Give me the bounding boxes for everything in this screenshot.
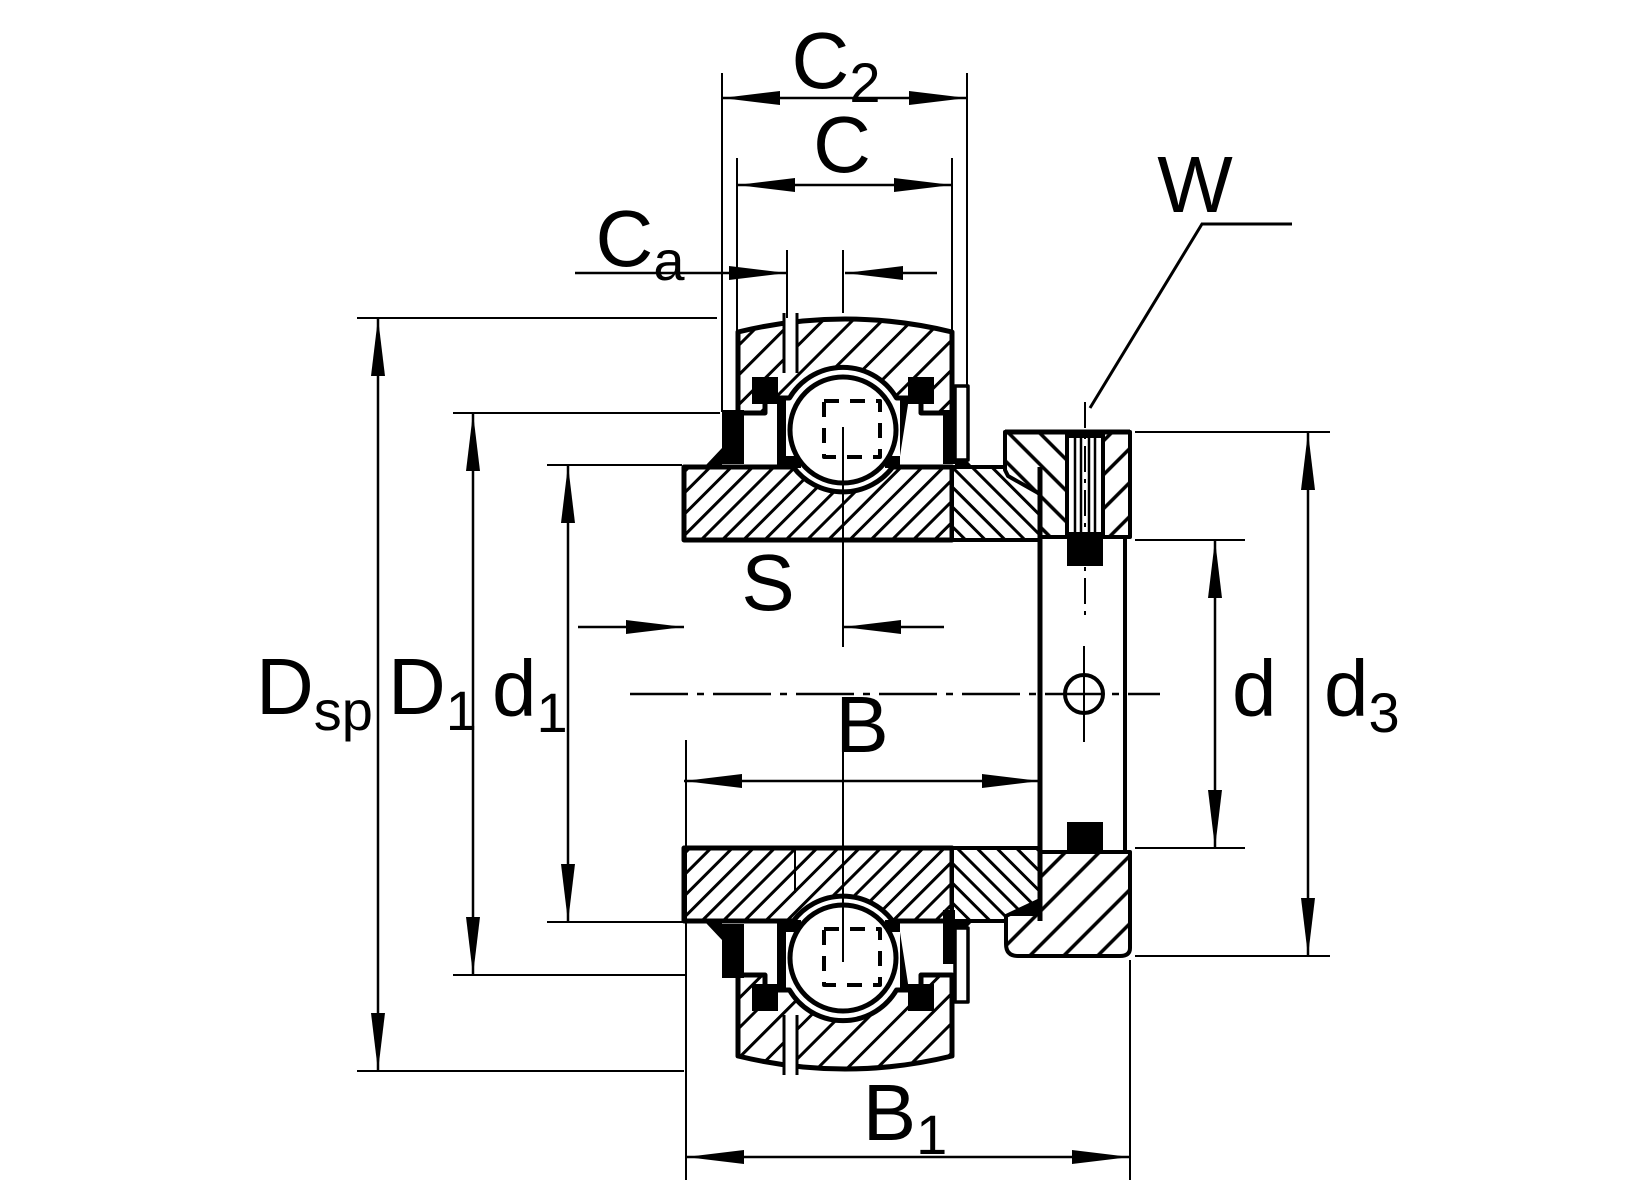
label-d1-inner: d1 [492, 644, 568, 744]
extension-lines [357, 73, 1330, 1180]
outer-ring-section [735, 311, 955, 1077]
dim-d [1208, 540, 1222, 848]
bearing-cross-section [630, 311, 1160, 1077]
locking-collar [1003, 402, 1132, 958]
dim-d1-inner [561, 465, 575, 922]
seal-bottom-right [885, 910, 971, 1011]
label-d: d [1232, 644, 1277, 733]
label-b: B [835, 680, 888, 769]
dim-d1-outer [466, 413, 480, 975]
inner-ring-section [681, 464, 1042, 924]
dimension-lines [371, 91, 1315, 1164]
label-dsp: Dsp [256, 642, 373, 742]
screw-bore-bottom [1067, 822, 1103, 851]
dim-s [578, 620, 944, 634]
label-d3: d3 [1324, 644, 1400, 744]
label-c2: C2 [792, 16, 881, 114]
dim-dsp [371, 318, 385, 1071]
seal-top-left [706, 377, 801, 469]
label-s: S [741, 538, 794, 627]
eccentric-gap-wedge [1006, 900, 1040, 916]
dimension-labels: C2 C Ca W Dsp D1 d1 S B B1 d d3 [256, 16, 1400, 1166]
leader-w [1088, 222, 1292, 409]
label-ca: Ca [596, 194, 686, 292]
dim-c [737, 178, 952, 192]
dim-c2 [722, 91, 967, 105]
label-c: C [813, 100, 871, 189]
dim-b1 [686, 1150, 1130, 1164]
label-w: W [1157, 140, 1233, 229]
dim-d3 [1301, 432, 1315, 956]
label-d1-outer: D1 [388, 642, 477, 742]
dim-ca [575, 266, 937, 280]
lubrication-slot [782, 311, 799, 1077]
seal-bottom-left [706, 919, 801, 1011]
cage-square-top [822, 399, 882, 459]
dim-b [684, 774, 1040, 788]
seal-top-right [885, 377, 971, 469]
label-b1: B1 [863, 1068, 948, 1166]
cage-square-bottom [822, 927, 882, 987]
